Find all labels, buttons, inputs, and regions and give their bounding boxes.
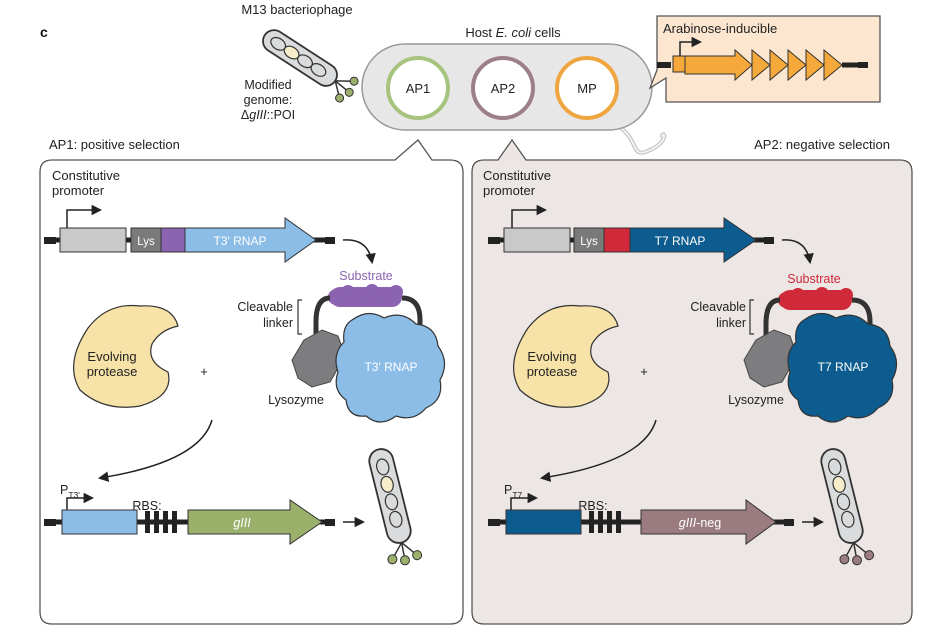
left-linker — [313, 295, 423, 352]
right-protease-line2: protease — [527, 364, 578, 379]
panel-letter: c — [40, 24, 48, 40]
left-rbs-label: RBS: — [132, 499, 161, 513]
right-lysozyme — [743, 329, 796, 388]
mp-callout — [648, 15, 881, 103]
right-linker — [763, 297, 873, 352]
left-rnap-blob — [335, 312, 446, 423]
left-linker-line1: Cleavable — [237, 300, 293, 314]
left-plus: + — [200, 364, 208, 379]
right-curve-arrow — [781, 239, 814, 265]
genome-label-2: genome: — [244, 93, 293, 107]
left-linker-line2: linker — [263, 316, 293, 330]
right-promoter-line2: promoter — [483, 183, 536, 198]
left-promoter-p: PT3' — [60, 483, 80, 500]
right-rbs-label: RBS: — [578, 499, 607, 513]
left-substrate-label: Substrate — [339, 269, 393, 283]
ap1-circle — [386, 56, 450, 120]
right-rnap-blob-label: T7 RNAP — [818, 360, 869, 374]
right-substrate-label: Substrate — [787, 272, 841, 286]
left-output-phage-icon — [368, 448, 423, 566]
phage-icon — [262, 29, 359, 103]
left-lysozyme-label: Lysozyme — [268, 393, 324, 407]
host-title: Host E. coli cells — [465, 25, 561, 40]
left-promoter-line2: promoter — [52, 183, 105, 198]
ap1-label: AP1 — [406, 81, 431, 96]
left-rnap-construct — [44, 204, 335, 263]
right-linker-line2: linker — [716, 316, 746, 330]
right-panel-title: AP2: negative selection — [754, 137, 890, 152]
right-rnap-blob — [787, 312, 898, 423]
genome-label-3: ΔgIII::POI — [241, 108, 295, 122]
genome-label-1: Modified — [244, 78, 291, 92]
right-rnap-construct — [488, 204, 774, 263]
right-protease — [513, 304, 619, 408]
left-panel-title: AP1: positive selection — [49, 137, 180, 152]
right-panel-frame — [471, 138, 913, 625]
left-down-arrow — [97, 419, 213, 482]
mp-box-title: Arabinose-inducible — [663, 21, 777, 36]
right-lys-label: Lys — [580, 236, 598, 248]
left-protease — [73, 304, 179, 408]
right-plus: + — [640, 364, 648, 379]
left-lys-label: Lys — [137, 236, 155, 248]
right-linker-line1: Cleavable — [690, 300, 746, 314]
left-protease-line2: protease — [87, 364, 138, 379]
right-output-phage-icon — [820, 448, 875, 566]
mp-circle — [555, 56, 619, 120]
left-lysozyme — [291, 329, 344, 388]
right-lysozyme-label: Lysozyme — [728, 393, 784, 407]
host-cell-tail — [616, 124, 667, 155]
phage-title: M13 bacteriophage — [241, 2, 352, 17]
left-promoter-line1: Constitutive — [52, 168, 120, 183]
right-substrate — [778, 287, 853, 310]
right-gIII-neg-label: gIII-neg — [679, 516, 721, 530]
right-protease-line1: Evolving — [527, 349, 576, 364]
left-substrate — [328, 284, 403, 307]
left-rnap-blob-label: T3' RNAP — [365, 360, 418, 374]
mp-label: MP — [577, 81, 597, 96]
left-panel-frame — [39, 139, 464, 625]
mp-construct — [657, 36, 868, 82]
left-protease-line1: Evolving — [87, 349, 136, 364]
right-promoter-line1: Constitutive — [483, 168, 551, 183]
right-gIII-neg-construct — [488, 499, 794, 545]
left-rnap-gene-label: T3' RNAP — [214, 234, 267, 248]
left-gIII-label: gIII — [233, 516, 251, 530]
right-rnap-gene-label: T7 RNAP — [655, 234, 706, 248]
right-down-arrow — [539, 419, 657, 482]
ap2-circle — [471, 56, 535, 120]
left-curve-arrow — [342, 239, 376, 265]
ap2-label: AP2 — [491, 81, 516, 96]
left-gIII-construct — [44, 499, 335, 545]
right-promoter-p: PT7 — [504, 483, 523, 500]
